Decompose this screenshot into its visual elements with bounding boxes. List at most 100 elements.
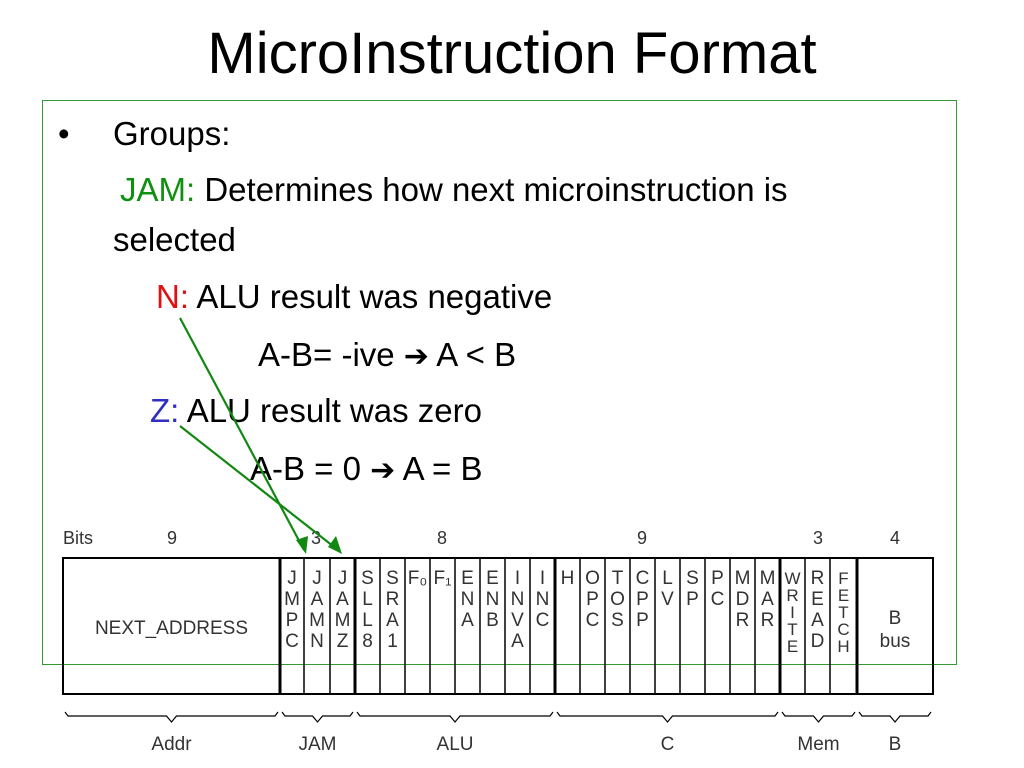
- field-letter: E: [461, 568, 474, 589]
- jam-label: JAM:: [120, 171, 196, 208]
- field-letter: P: [636, 610, 649, 631]
- field-letter: L: [362, 610, 373, 631]
- field-letter: V: [511, 610, 524, 631]
- group-name: Addr: [151, 734, 192, 755]
- n-example-lhs: A-B= -ive: [258, 336, 395, 373]
- field-letter: A: [336, 589, 349, 610]
- n-to-jamn-arrow: [179, 317, 305, 551]
- field-letter: I: [515, 568, 520, 589]
- field-letter: T: [612, 568, 624, 589]
- b-bus-label: B: [889, 608, 902, 629]
- group-brace: [858, 711, 932, 723]
- field-letter: O: [585, 568, 600, 589]
- field-letter: C: [837, 620, 849, 639]
- right-arrow-icon: ➔: [370, 454, 396, 487]
- field-letter: W: [784, 569, 800, 588]
- content-frame: [42, 100, 957, 665]
- field-letter: P: [636, 589, 649, 610]
- field-letter: M: [735, 568, 751, 589]
- jam-line: JAM: Determines how next microinstructio…: [120, 171, 788, 209]
- field-letter: Z: [337, 631, 349, 652]
- field-letter: T: [838, 603, 848, 622]
- field-letter: N: [310, 631, 324, 652]
- group-bit-count: 8: [437, 528, 447, 548]
- field-letter: 8: [362, 631, 373, 652]
- field-letter: M: [760, 568, 776, 589]
- field-letter: I: [540, 568, 545, 589]
- field-letter: S: [686, 568, 699, 589]
- field-letter: N: [536, 589, 550, 610]
- field-letter: E: [838, 586, 849, 605]
- field-letter: C: [285, 631, 299, 652]
- z-example-lhs: A-B = 0: [250, 450, 361, 487]
- field-letter: F: [838, 569, 848, 588]
- group-name: JAM: [299, 734, 337, 755]
- n-text: ALU result was negative: [196, 278, 553, 315]
- field-letter: C: [636, 568, 650, 589]
- field-letter: R: [811, 568, 825, 589]
- field-letter: M: [309, 610, 325, 631]
- field-letter: L: [662, 568, 673, 589]
- group-brace: [64, 711, 279, 723]
- field-letter: C: [536, 610, 550, 631]
- field-letter: F₀: [408, 568, 428, 589]
- field-letter: A: [311, 589, 324, 610]
- field-letter: M: [284, 589, 300, 610]
- arrowhead-icon: [328, 536, 342, 554]
- group-bit-count: 9: [167, 528, 177, 548]
- field-letter: S: [611, 610, 624, 631]
- field-letter: S: [386, 568, 399, 589]
- field-letter: L: [362, 589, 373, 610]
- field-letter: S: [361, 568, 374, 589]
- field-letter: O: [610, 589, 625, 610]
- field-letter: B: [486, 610, 499, 631]
- field-letter: J: [312, 568, 322, 589]
- groups-label: Groups:: [113, 115, 231, 152]
- field-letter: A: [386, 610, 399, 631]
- jam-text-cont: selected: [113, 221, 236, 258]
- field-letter: J: [338, 568, 348, 589]
- n-line: N: ALU result was negative: [156, 278, 552, 316]
- field-letter: R: [786, 586, 798, 605]
- bullet: •: [58, 115, 70, 152]
- z-to-jamz-arrow: [179, 425, 339, 551]
- format-box: [62, 557, 934, 695]
- b-bus-label: bus: [880, 631, 911, 652]
- field-letter: 1: [387, 631, 398, 652]
- field-letter: R: [386, 589, 400, 610]
- field-letter: R: [736, 610, 750, 631]
- field-letter: E: [787, 637, 798, 656]
- field-letter: T: [787, 620, 797, 639]
- group-name: Mem: [797, 734, 839, 755]
- group-brace: [781, 711, 856, 723]
- z-example: A-B = 0 ➔ A = B: [250, 450, 482, 488]
- field-letter: N: [461, 589, 475, 610]
- right-arrow-icon: ➔: [403, 340, 429, 373]
- n-label: N:: [156, 278, 189, 315]
- slide-title: MicroInstruction Format: [207, 21, 817, 86]
- field-letter: P: [686, 589, 699, 610]
- field-letter: V: [661, 589, 674, 610]
- field-letter: H: [561, 568, 575, 589]
- z-label: Z:: [150, 392, 180, 429]
- field-letter: J: [287, 568, 297, 589]
- n-example: A-B= -ive ➔ A < B: [258, 336, 516, 374]
- z-example-rhs: A = B: [402, 450, 483, 487]
- group-brace: [281, 711, 354, 723]
- field-letter: I: [790, 603, 795, 622]
- field-letter: D: [736, 589, 750, 610]
- field-letter: C: [711, 589, 725, 610]
- jam-text: Determines how next microinstruction is: [204, 171, 788, 208]
- field-letter: E: [811, 589, 824, 610]
- field-letter: A: [811, 610, 824, 631]
- group-bit-count: 4: [890, 528, 900, 548]
- field-letter: P: [711, 568, 724, 589]
- group-bit-count: 9: [637, 528, 647, 548]
- next-address-label: NEXT_ADDRESS: [95, 618, 248, 639]
- field-letter: P: [586, 589, 599, 610]
- field-letter: A: [761, 589, 774, 610]
- group-brace: [556, 711, 779, 723]
- arrowhead-icon: [296, 536, 308, 554]
- field-letter: P: [286, 610, 299, 631]
